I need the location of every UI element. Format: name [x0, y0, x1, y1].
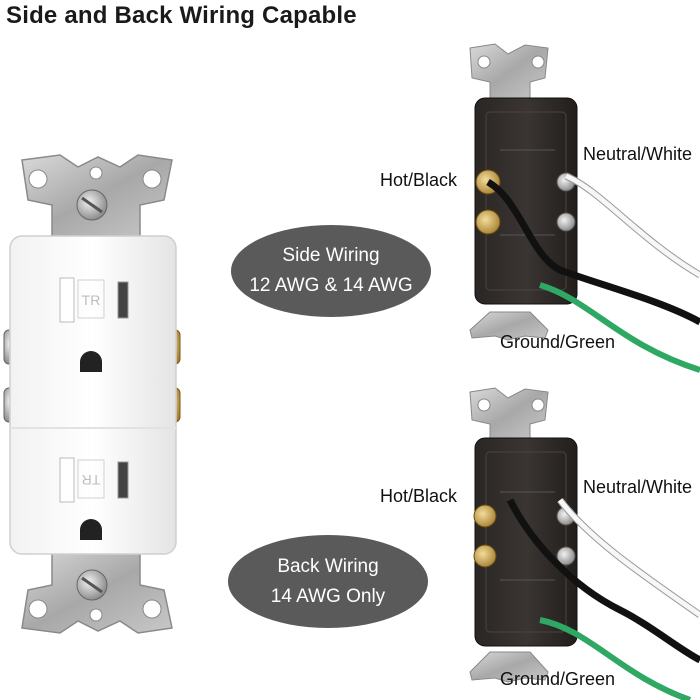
bottom-wiring-diagram: [469, 387, 700, 700]
receptacle-front: [3, 154, 181, 634]
bottom-mounting-strap: [21, 549, 173, 634]
top-neutral-label: Neutral/White: [583, 144, 693, 164]
side-wiring-title: Side Wiring: [282, 245, 380, 266]
page-title: Side and Back Wiring Capable: [6, 2, 357, 29]
upper-outlet: [59, 277, 129, 372]
lower-outlet: [59, 457, 129, 540]
bottom-hot-label: Hot/Black: [380, 486, 458, 506]
back-wiring-badge: Back Wiring 14 AWG Only: [228, 535, 428, 628]
top-mounting-strap: [21, 154, 173, 239]
top-wiring-diagram: [469, 43, 700, 373]
side-wiring-gauge: 12 AWG & 14 AWG: [249, 275, 413, 296]
top-hot-label: Hot/Black: [380, 170, 458, 190]
back-wiring-title: Back Wiring: [277, 555, 379, 577]
bottom-ground-label: Ground/Green: [500, 669, 616, 689]
bottom-neutral-label: Neutral/White: [583, 477, 693, 497]
side-wiring-badge: Side Wiring 12 AWG & 14 AWG: [231, 225, 431, 317]
back-wiring-gauge: 14 AWG Only: [270, 585, 386, 607]
top-ground-label: Ground/Green: [500, 332, 616, 352]
